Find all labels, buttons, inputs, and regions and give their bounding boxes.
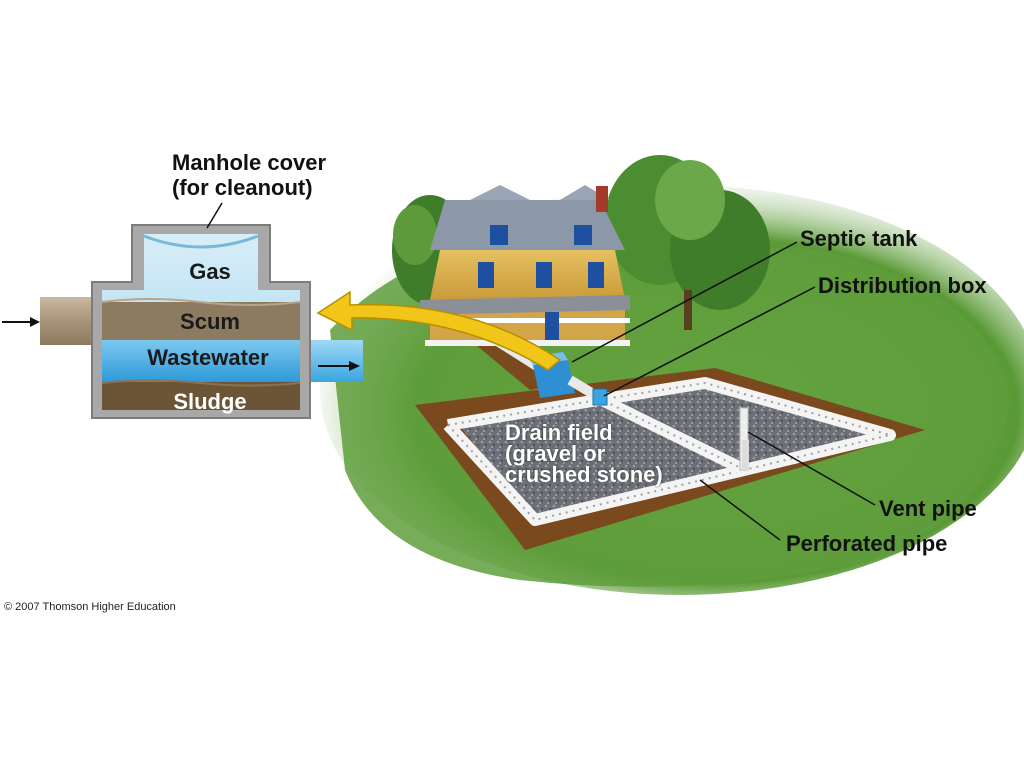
drain-field	[415, 368, 925, 550]
gas-label: Gas	[189, 259, 231, 284]
scum-label: Scum	[180, 309, 240, 334]
septic-tank-label: Septic tank	[800, 226, 918, 251]
leader-lines	[206, 202, 876, 541]
tank-cross-section	[40, 224, 363, 419]
outflow-arrow	[318, 361, 360, 371]
inflow-arrow	[2, 317, 40, 327]
callout-arrow	[316, 290, 562, 371]
copyright-notice: © 2007 Thomson Higher Education	[4, 601, 176, 613]
house	[420, 185, 630, 346]
drain-field-label: Drain field (gravel or crushed stone)	[505, 420, 663, 487]
perforated-pipe-label: Perforated pipe	[786, 531, 948, 556]
distribution-box-3d	[592, 388, 608, 406]
distribution-box-label: Distribution box	[818, 273, 987, 298]
vent-pipe-label: Vent pipe	[879, 496, 977, 521]
manhole-cover-label: Manhole cover (for cleanout)	[172, 150, 327, 200]
sludge-label: Sludge	[173, 389, 247, 414]
wastewater-label: Wastewater	[147, 345, 269, 370]
